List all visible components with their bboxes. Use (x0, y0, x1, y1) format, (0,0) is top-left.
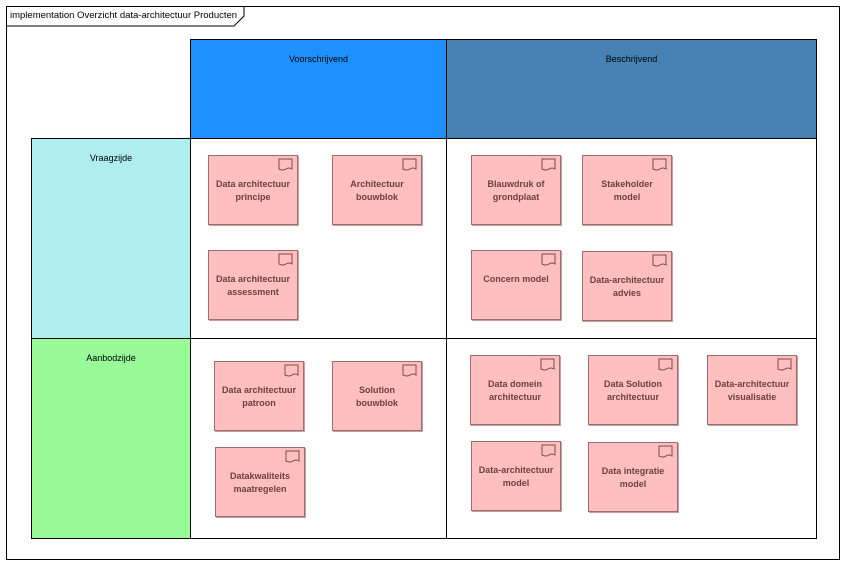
artifact-icon (658, 358, 674, 372)
artifact-icon (541, 444, 557, 458)
column-header-label: Voorschrijvend (288, 54, 349, 64)
artifact-data-domein-architectuur[interactable]: Data domein architectuur (470, 355, 560, 425)
artifact-label: Data domein architectuur (487, 379, 542, 402)
artifact-icon (658, 445, 674, 459)
artifact-label: Data-architectuur model (478, 465, 554, 488)
artifact-label: Solution bouwblok (356, 385, 398, 408)
artifact-data-architectuur-advies[interactable]: Data-architectuur advies (582, 251, 672, 321)
artifact-icon (541, 158, 557, 172)
artifact-data-architectuur-model[interactable]: Data-architectuur model (471, 441, 561, 511)
artifact-icon (285, 450, 301, 464)
artifact-icon (402, 158, 418, 172)
artifact-label: Data Solution architectuur (604, 379, 662, 402)
column-header-beschrijvend: Beschrijvend (446, 39, 817, 139)
artifact-icon (284, 364, 300, 378)
artifact-label: Data integratie model (601, 466, 665, 489)
artifact-data-architectuur-principe[interactable]: Data architectuur principe (208, 155, 298, 225)
artifact-label: Data-architectuur advies (589, 275, 665, 298)
row-header-label: Vraagzijde (89, 153, 133, 163)
artifact-label: Data-architectuur visualisatie (714, 379, 790, 402)
artifact-icon (777, 358, 793, 372)
artifact-label: Data architectuur patroon (221, 385, 297, 408)
artifact-label: Data architectuur assessment (215, 274, 291, 297)
column-header-label: Beschrijvend (605, 54, 658, 64)
artifact-solution-bouwblok[interactable]: Solution bouwblok (332, 361, 422, 431)
artifact-architectuur-bouwblok[interactable]: Architectuur bouwblok (332, 155, 422, 225)
artifact-data-architectuur-visualisatie[interactable]: Data-architectuur visualisatie (707, 355, 797, 425)
artifact-label: Architectuur bouwblok (350, 179, 404, 202)
artifact-icon (402, 364, 418, 378)
artifact-label: Stakeholder model (601, 179, 653, 202)
row-header-vraagzijde: Vraagzijde (31, 138, 191, 339)
column-header-voorschrijvend: Voorschrijvend (190, 39, 447, 139)
artifact-icon (652, 158, 668, 172)
artifact-label: Data architectuur principe (215, 179, 291, 202)
artifact-label: Blauwdruk of grondplaat (487, 179, 545, 202)
artifact-label: Concern model (483, 274, 549, 284)
artifact-data-solution-architectuur[interactable]: Data Solution architectuur (588, 355, 678, 425)
artifact-icon (278, 253, 294, 267)
artifact-data-architectuur-assessment[interactable]: Data architectuur assessment (208, 250, 298, 320)
row-header-label: Aanbodzijde (86, 353, 136, 363)
artifact-data-integratie-model[interactable]: Data integratie model (588, 442, 678, 512)
artifact-datakwaliteits-maatregelen[interactable]: Datakwaliteits maatregelen (215, 447, 305, 517)
row-header-aanbodzijde: Aanbodzijde (31, 338, 191, 539)
artifact-blauwdruk-of-grondplaat[interactable]: Blauwdruk of grondplaat (471, 155, 561, 225)
artifact-icon (541, 253, 557, 267)
artifact-icon (278, 158, 294, 172)
artifact-label: Datakwaliteits maatregelen (229, 471, 291, 494)
diagram-title: implementation Overzicht data-architectu… (10, 10, 238, 21)
artifact-icon (652, 254, 668, 268)
artifact-data-architectuur-patroon[interactable]: Data architectuur patroon (214, 361, 304, 431)
artifact-stakeholder-model[interactable]: Stakeholder model (582, 155, 672, 225)
artifact-icon (540, 358, 556, 372)
artifact-concern-model[interactable]: Concern model (471, 250, 561, 320)
